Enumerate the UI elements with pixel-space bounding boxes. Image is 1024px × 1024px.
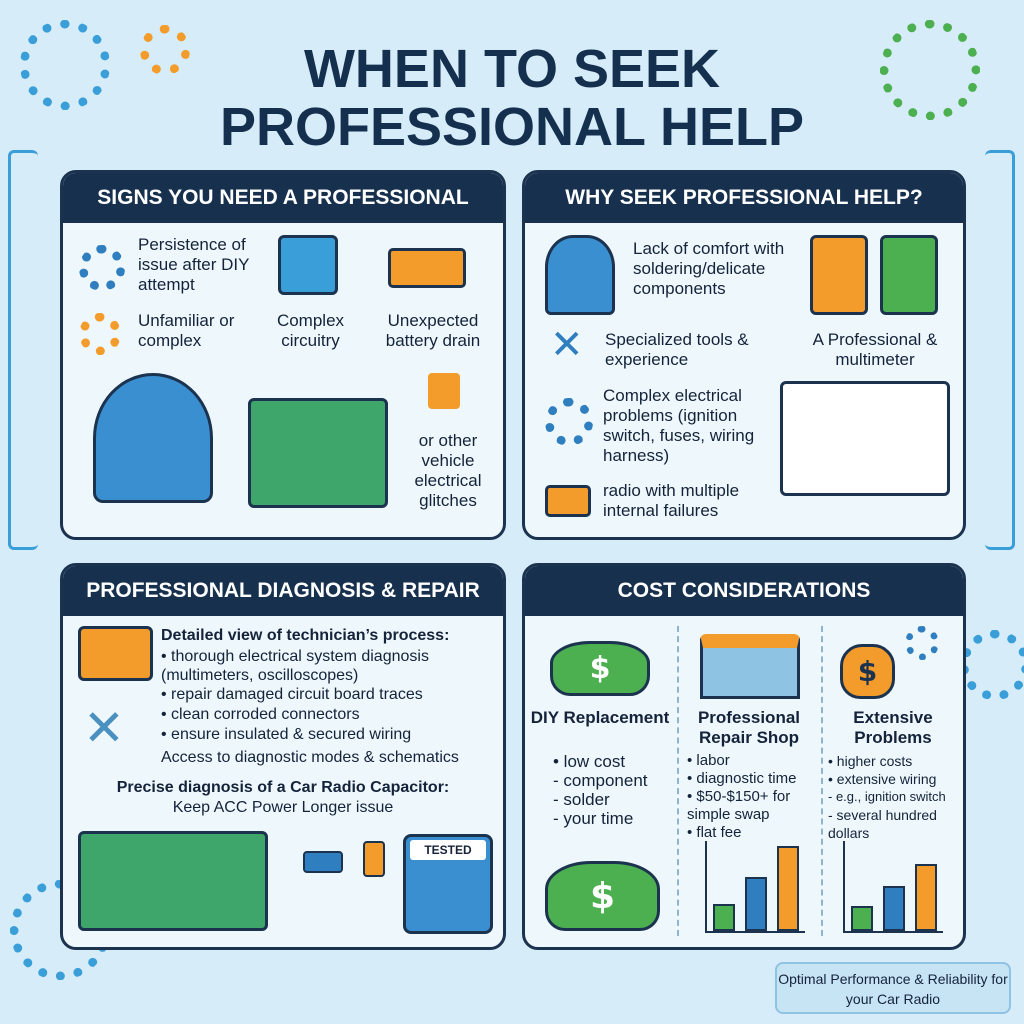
diagnosis-panel: PROFESSIONAL DIAGNOSIS & REPAIR ✕ Detail… [60,563,506,950]
cost-line: • $50-$150+ for simple swap [687,788,791,823]
circuit-trace [8,150,38,550]
cost-line: - e.g., ignition switch [828,789,946,804]
gear-icon [960,630,1024,700]
cost-line: - several hundred dollars [828,807,937,841]
sign-text: Complex circuitry [276,311,345,350]
circuit-board-illustration [78,831,268,931]
money-bag-icon: $ [840,644,895,699]
diagnosis-precise: Precise diagnosis of a Car Radio Capacit… [116,779,450,796]
diagnosis-bullet: • clean corroded connectors [161,706,360,723]
circuit-trace [985,150,1015,550]
diagnosis-bullet: • thorough electrical system diagnosis (… [161,648,429,684]
gear-icon [545,398,593,446]
repair-shop-icon [700,634,800,699]
schematic-magnifier-icon [780,381,950,496]
cost-line: • extensive wiring [828,771,937,787]
diagnosis-bullet: • ensure insulated & secured wiring [161,726,412,743]
signs-panel: SIGNS YOU NEED A PROFESSIONAL Persistenc… [60,170,506,540]
person-thinking-illustration [93,373,213,503]
battery-drain-icon [388,248,466,288]
oscilloscope-icon [78,626,153,681]
sign-text: or other vehicle electrical glitches [414,431,482,510]
bar [851,905,873,931]
cost-line: - your time [553,809,634,828]
cost-panel: COST CONSIDERATIONS $ DIY Replacement • … [522,563,966,950]
page-title: PROFESSIONAL HELP [219,97,805,157]
cost-line: • diagnostic time [687,770,797,787]
diagnosis-intro: Detailed view of technician’s process: [161,627,450,644]
circuit-board-icon [278,235,338,295]
circuit-board-illustration [248,398,388,508]
bar [745,877,767,931]
gear-icon [20,20,110,110]
gear-icon [140,25,190,75]
why-text: A Professional & multimeter [812,330,938,369]
why-text: radio with multiple internal failures [603,481,740,520]
gear-icon [79,245,125,291]
multimeter-icon [880,235,938,315]
money-bags-icon: $ [545,861,660,931]
capacitor-icon [303,851,343,873]
gear-icon [880,20,980,120]
panel-header: WHY SEEK PROFESSIONAL HELP? [525,173,963,223]
panel-header: SIGNS YOU NEED A PROFESSIONAL [63,173,503,223]
cost-line: • low cost [553,752,626,771]
bar [713,904,735,931]
diagnosis-precise: Keep ACC Power Longer issue [172,799,394,816]
cost-line: • higher costs [828,753,913,769]
gear-icon [79,313,121,355]
sign-text: Unexpected battery drain [385,311,481,350]
cost-column-title: Professional Repair Shop [697,708,801,747]
panel-header: COST CONSIDERATIONS [525,566,963,616]
cost-column-title: DIY Replacement [530,708,670,727]
why-text: Lack of comfort with soldering/delicate … [633,239,785,298]
tools-icon: ✕ [550,322,584,368]
tools-icon: ✕ [83,699,125,757]
lightning-icon [428,373,460,409]
cost-line: • labor [687,752,730,769]
cost-line: - component [553,771,648,790]
bar-chart-icon [705,841,805,933]
bar [915,863,937,931]
sign-text: Unfamiliar or complex [138,311,235,350]
cost-line: • flat fee [687,824,742,841]
panel-header: PROFESSIONAL DIAGNOSIS & REPAIR [63,566,503,616]
why-text: Complex electrical problems (ignition sw… [603,386,755,465]
multimeter-icon [810,235,868,315]
diagnosis-bullet: • repair damaged circuit board traces [161,686,423,703]
technician-icon [545,235,615,315]
cost-column-title: Extensive Problems [853,708,933,747]
capacitor-icon [363,841,385,877]
footer-note: Optimal Performance & Reliability for yo… [775,962,1011,1014]
sign-text: Persistence of issue after DIY attempt [138,235,250,294]
bar-chart-icon [843,841,943,933]
bar [777,845,799,931]
page-title: WHEN TO SEEK [303,39,721,99]
why-text: Specialized tools & experience [605,330,749,369]
cost-line: - solder [553,790,610,809]
why-panel: WHY SEEK PROFESSIONAL HELP? Lack of comf… [522,170,966,540]
diagnosis-access: Access to diagnostic modes & schematics [161,749,459,766]
tested-label: TESTED [410,840,486,860]
bar [883,886,905,931]
money-bags-icon: $ [550,641,650,696]
gear-icon [905,626,939,660]
radio-icon [545,485,591,517]
